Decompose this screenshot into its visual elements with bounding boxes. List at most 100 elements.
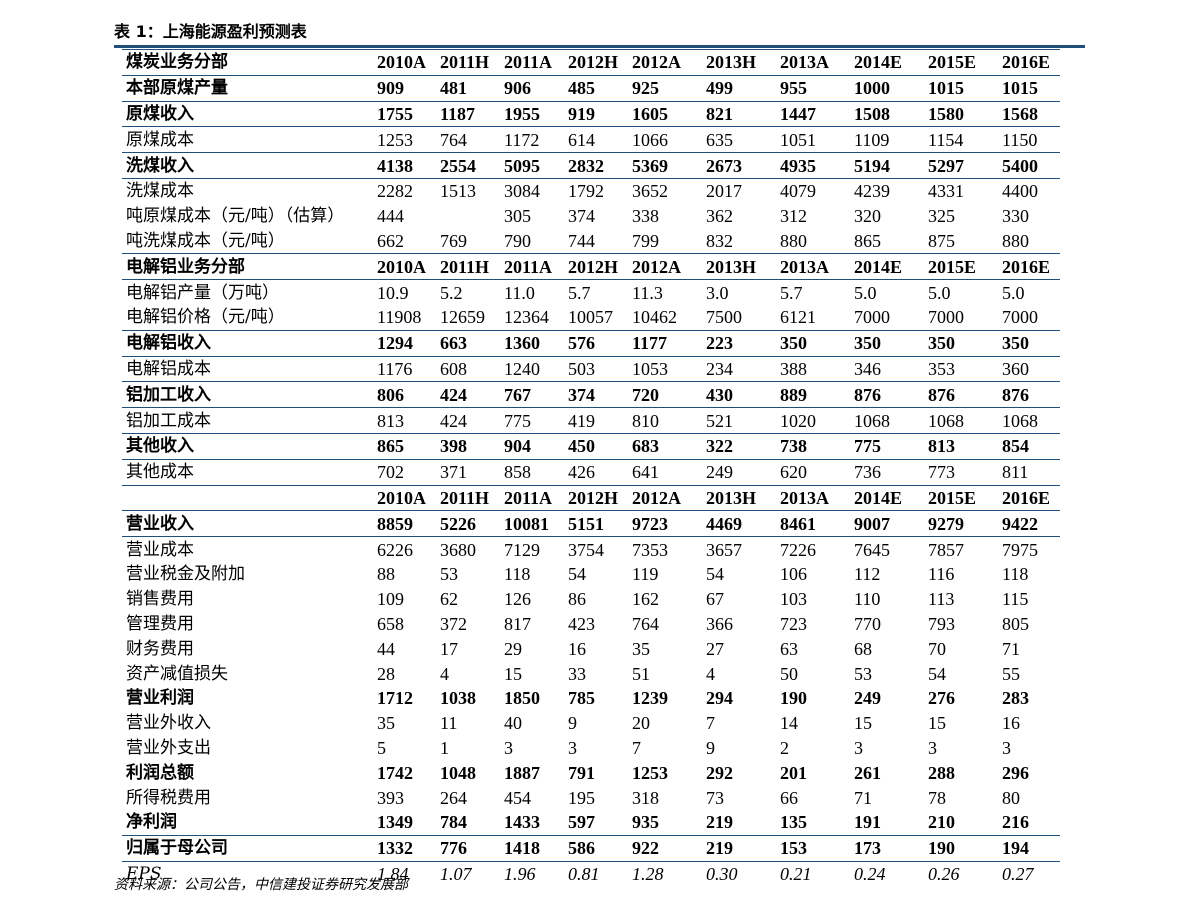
row-label: 其他成本	[122, 459, 373, 486]
cell-value: 1568	[998, 101, 1060, 128]
row-label: 电解铝成本	[122, 356, 373, 383]
cell-value: 1792	[568, 181, 604, 202]
cell-value: 4	[440, 663, 449, 684]
cell-value: 191	[850, 809, 924, 836]
cell-value: 5400	[998, 152, 1060, 179]
cell-value: 210	[924, 809, 998, 836]
cell-value: 393	[377, 787, 404, 808]
cell-value: 1066	[628, 126, 702, 154]
cell-value: 264	[440, 787, 467, 808]
cell-value: 70	[928, 638, 946, 659]
cell-value: 2013H	[702, 253, 776, 281]
row-label: 本部原煤产量	[122, 75, 373, 102]
cell-value: 5297	[924, 152, 998, 179]
cell-value: 27	[706, 638, 724, 659]
cell-value: 1418	[500, 835, 564, 862]
cell-value: 325	[928, 206, 955, 227]
cell-value: 353	[924, 356, 998, 383]
cell-value: 790	[500, 228, 564, 255]
cell-value: 115	[1002, 589, 1029, 610]
cell-value: 7975	[1002, 539, 1038, 560]
cell-value: 1177	[628, 330, 702, 357]
cell-value: 424	[436, 381, 500, 409]
source-note: 资料来源：公司公告，中信建投证券研究发展部	[114, 877, 408, 893]
cell-value: 11	[440, 713, 458, 734]
cell-value: 5.0	[928, 282, 951, 303]
cell-value: 821	[702, 101, 776, 128]
cell-value: 1015	[998, 75, 1060, 102]
cell-value: 773	[924, 459, 998, 486]
cell-value: 2011H	[436, 485, 500, 512]
cell-value: 1068	[924, 407, 998, 434]
row-label: 销售费用	[126, 589, 194, 610]
cell-value: 2011A	[500, 49, 564, 76]
cell-value: 135	[776, 809, 850, 836]
cell-value: 2016E	[998, 485, 1060, 512]
row-label: 原煤收入	[122, 101, 373, 128]
cell-value: 54	[706, 564, 724, 585]
cell-value: 2282	[377, 181, 413, 202]
cell-value: 5.2	[440, 282, 463, 303]
row-label: EPS	[126, 863, 162, 884]
cell-value: 767	[500, 381, 564, 409]
cell-value: 71	[1002, 638, 1020, 659]
cell-value: 1000	[850, 75, 924, 102]
cell-value: 2016E	[998, 49, 1060, 76]
cell-value: 3	[854, 737, 863, 758]
title-rule	[114, 45, 1085, 48]
cell-value: 86	[568, 589, 586, 610]
cell-value: 20	[632, 713, 650, 734]
cell-value: 925	[628, 75, 702, 102]
cell-value: 9723	[628, 510, 702, 538]
cell-value: 162	[632, 589, 659, 610]
cell-value: 2010A	[373, 253, 436, 281]
cell-value: 1360	[500, 330, 564, 357]
cell-value: 305	[504, 206, 531, 227]
cell-value: 33	[568, 663, 586, 684]
cell-value: 1605	[628, 101, 702, 128]
cell-value: 1755	[373, 101, 436, 128]
cell-value: 770	[854, 613, 881, 634]
cell-value: 1253	[632, 762, 668, 783]
cell-value: 126	[504, 589, 531, 610]
cell-value: 119	[632, 564, 659, 585]
cell-value: 15	[504, 663, 522, 684]
cell-value: 9	[568, 713, 577, 734]
cell-value: 499	[702, 75, 776, 102]
cell-value: 769	[436, 228, 500, 255]
cell-value: 1.07	[440, 863, 472, 884]
cell-value: 4400	[1002, 181, 1038, 202]
cell-value: 2015E	[924, 49, 998, 76]
cell-value: 764	[632, 613, 659, 634]
cell-value: 2016E	[998, 253, 1060, 281]
row-label: 电解铝业务分部	[122, 253, 373, 281]
cell-value: 3680	[440, 539, 476, 560]
cell-value: 3	[928, 737, 937, 758]
cell-value: 799	[628, 228, 702, 255]
cell-value: 0.81	[568, 863, 600, 884]
cell-value: 6121	[776, 304, 850, 331]
cell-value: 658	[377, 613, 404, 634]
cell-value: 103	[780, 589, 807, 610]
cell-value: 2015E	[924, 485, 998, 512]
row-label: 营业收入	[122, 510, 373, 538]
cell-value: 3657	[706, 539, 742, 560]
cell-value: 764	[436, 126, 500, 154]
cell-value: 1038	[440, 688, 476, 709]
row-label: 铝加工收入	[122, 381, 373, 409]
cell-value: 106	[780, 564, 807, 585]
row-label: 洗煤成本	[126, 181, 194, 202]
row-label: 洗煤收入	[122, 152, 373, 179]
cell-value: 28	[377, 663, 395, 684]
row-label: 财务费用	[126, 638, 194, 659]
cell-value: 360	[998, 356, 1060, 383]
row-label: 电解铝产量（万吨）	[126, 282, 279, 303]
